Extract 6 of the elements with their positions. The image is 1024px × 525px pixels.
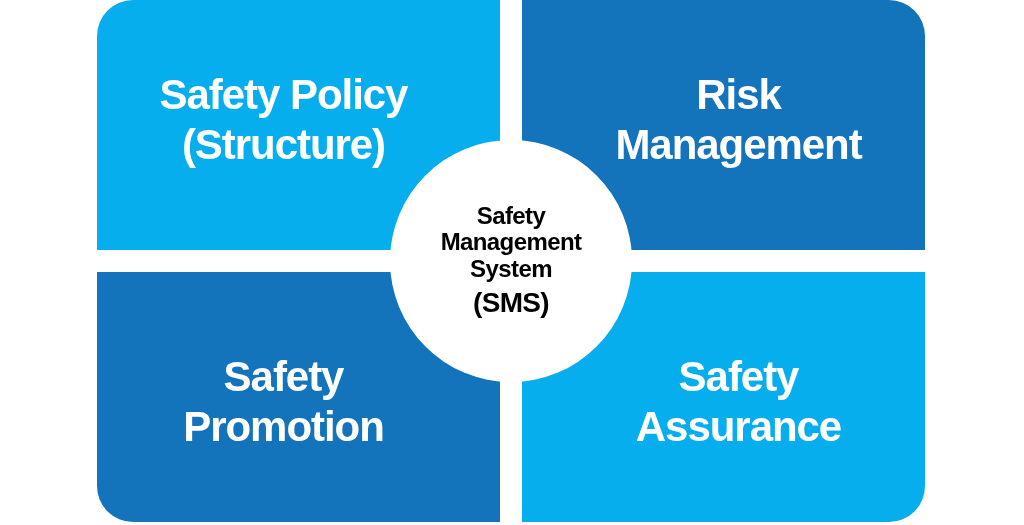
circle-title: Safety Management System [439,203,583,283]
circle-title: (SMS) [473,288,549,319]
quadrant-title: Safety Policy (Structure) [158,69,409,170]
quadrant-title: Safety Promotion [182,351,385,452]
quadrant-title: Safety Assurance [634,351,843,452]
quadrant-title: Risk Management [614,69,864,170]
